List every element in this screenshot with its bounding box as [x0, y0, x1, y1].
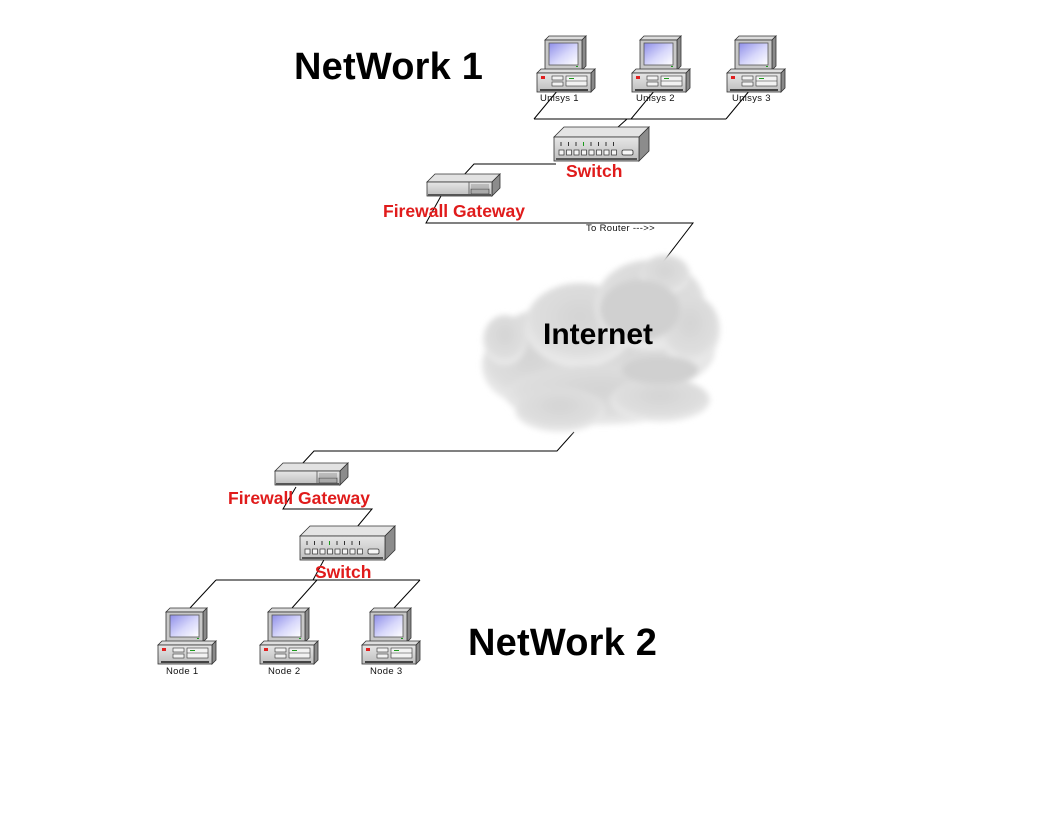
link-bus-switch1: [616, 118, 628, 129]
link-switch1-firewall1: [462, 163, 556, 177]
link-firewall1-internet: [425, 195, 695, 284]
computer-label-unisys-3: Unisys 3: [732, 93, 771, 104]
computer-icon-node-3: [361, 607, 421, 665]
network1-switch-label: Switch: [566, 161, 623, 181]
computer-label-unisys-1: Unisys 1: [540, 93, 579, 104]
network1-title: NetWork 1: [294, 46, 484, 88]
network2-switch-label: Switch: [315, 562, 372, 582]
network2-firewall-icon: [274, 462, 349, 486]
link-bus-node2: [291, 579, 318, 609]
computer-icon-unisys-1: [536, 35, 596, 93]
link-unisys2-bus: [630, 89, 656, 120]
network2-title: NetWork 2: [468, 622, 658, 664]
link-unisys1-bus: [533, 89, 559, 120]
computer-label-node-3: Node 3: [370, 666, 403, 677]
network1-switch-icon: [553, 126, 650, 162]
computer-icon-unisys-2: [631, 35, 691, 93]
link-internet-firewall2: [301, 431, 575, 465]
computer-label-node-1: Node 1: [166, 666, 199, 677]
network2-firewall-label: Firewall Gateway: [228, 488, 371, 508]
computer-label-node-2: Node 2: [268, 666, 301, 677]
network1-firewall-label: Firewall Gateway: [383, 201, 526, 221]
computer-label-unisys-2: Unisys 2: [636, 93, 675, 104]
internet-label: Internet: [543, 318, 654, 351]
connection-lines: [189, 89, 751, 609]
computer-icon-node-2: [259, 607, 319, 665]
link-firewall2-switch2: [282, 486, 374, 528]
router-link-label: To Router --->>: [586, 223, 655, 234]
link-bus-node3: [393, 579, 421, 609]
network1-firewall-icon: [426, 173, 501, 197]
computer-icon-node-1: [157, 607, 217, 665]
computer-icon-unisys-3: [726, 35, 786, 93]
internet-cloud: [482, 255, 720, 432]
link-unisys3-bus: [725, 89, 751, 120]
network2-switch-icon: [299, 525, 396, 561]
link-bus-node1: [189, 579, 217, 609]
